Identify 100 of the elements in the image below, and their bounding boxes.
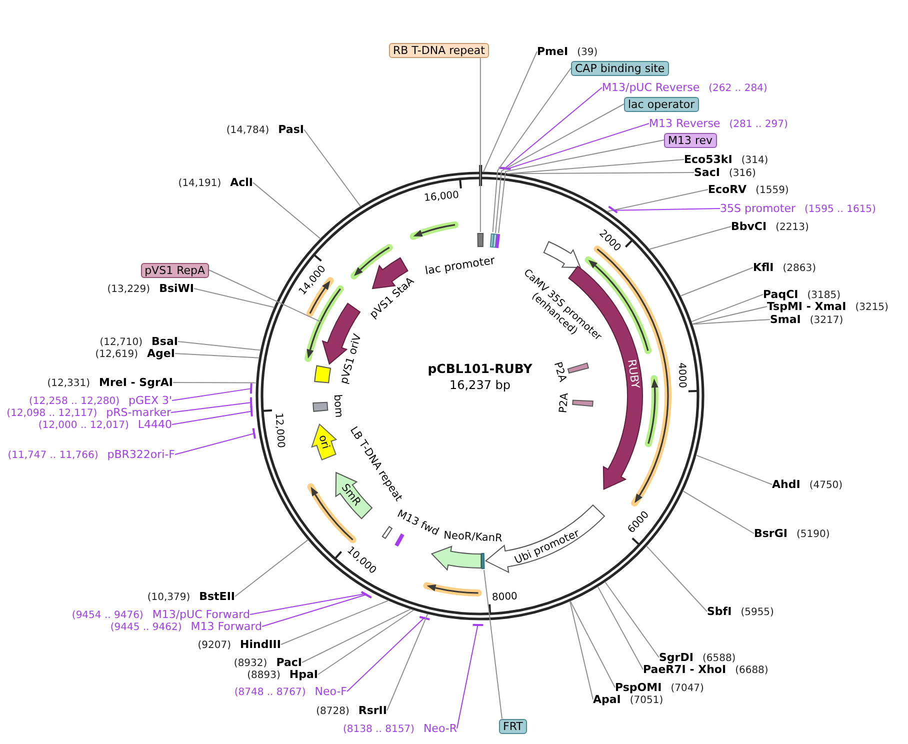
primer-name: Neo-R (423, 723, 457, 735)
leader-line (174, 353, 260, 358)
site-number: (3185) (807, 290, 840, 302)
enzyme-name: ApaI (593, 694, 621, 706)
leader-line (604, 581, 660, 658)
leader-line (174, 432, 256, 455)
feature-label: M13 fwd (396, 508, 441, 538)
site-number: (12,331) (47, 378, 90, 390)
enzyme-name: BsiWI (159, 283, 194, 295)
leader-line (692, 306, 768, 325)
site-number: (39) (577, 47, 598, 59)
site-number: (8728) (316, 706, 350, 718)
primer-name: M13/pUC Forward (152, 609, 250, 621)
primer-range: (12,098 .. 12,117) (6, 408, 98, 420)
leader-line (648, 226, 732, 250)
leader-line (178, 341, 262, 351)
leader-line (569, 600, 594, 700)
leader-line (498, 140, 664, 234)
primer-name: M13 Reverse (649, 118, 720, 130)
enzyme-name: BsaI (152, 336, 178, 348)
enzyme-name: BstEII (199, 591, 235, 603)
site-number: (3215) (855, 302, 888, 314)
site-number: (5190) (796, 529, 830, 541)
enzyme-name: MreI - SgrAI (99, 377, 173, 389)
site-number: (6688) (735, 665, 768, 677)
feature-label: NeoR/KanR (443, 529, 502, 544)
primer-range: (281 .. 297) (729, 119, 788, 131)
leader-line (318, 609, 414, 675)
leader-line (692, 319, 770, 325)
primer-name: M13 Forward (190, 621, 262, 633)
enzyme-name: KflI (753, 262, 774, 274)
enzyme-name: HpaI (289, 669, 318, 681)
feature-label: P2A (556, 392, 570, 414)
site-number: (8893) (247, 670, 280, 682)
leader-line (680, 267, 754, 296)
primer-range: (11,747 .. 11,766) (8, 450, 98, 462)
site-number: (14,191) (178, 178, 222, 190)
leader-line (250, 593, 367, 615)
enzyme-name: SmaI (770, 314, 801, 326)
enzyme-name: BbvCI (731, 221, 767, 233)
leader-line (170, 402, 253, 413)
feature-label: bom (332, 394, 346, 418)
feature-label: P2A (550, 361, 568, 384)
site-number: (4750) (809, 480, 843, 492)
enzyme-name: SacI (694, 167, 720, 179)
feature-tag: CAP binding site (571, 60, 669, 76)
plasmid-size: 16,237 bp (449, 378, 511, 392)
enzyme-name: RsrII (358, 705, 387, 717)
primer-range: (8138 .. 8157) (343, 724, 414, 736)
primer-range: (1595 .. 1615) (804, 204, 876, 216)
leader-line (194, 288, 275, 308)
leader-line (612, 208, 720, 211)
feature-tag: RB T-DNA repeat (389, 42, 489, 58)
leader-line (506, 159, 684, 174)
leader-line (570, 600, 616, 688)
enzyme-name: PacI (276, 657, 302, 669)
site-number: (8932) (234, 658, 268, 670)
site-number: (13,229) (107, 284, 150, 296)
enzyme-name: AgeI (147, 348, 175, 360)
leader-line (252, 182, 321, 240)
enzyme-name: HindIII (240, 639, 281, 651)
site-number: (12,710) (100, 337, 143, 349)
primer-range: (9454 .. 9476) (72, 610, 144, 622)
enzyme-name: SgrDI (659, 652, 694, 664)
leader-line (492, 68, 572, 232)
enzyme-name: AhdI (772, 479, 800, 491)
site-number: (6588) (702, 653, 736, 664)
primer-name: 35S promoter (720, 203, 796, 215)
site-number: (10,379) (147, 592, 190, 604)
site-number: (7051) (630, 695, 664, 707)
leader-line (346, 616, 426, 692)
feature-tag: M13 rev (664, 132, 717, 148)
enzyme-name: PaqCI (763, 289, 798, 301)
site-number: (7047) (670, 683, 704, 695)
site-number: (9207) (198, 640, 232, 652)
leader-line (456, 624, 478, 729)
leader-line (280, 600, 390, 645)
primer-range: (8748 .. 8767) (234, 687, 306, 699)
site-number: (316) (728, 168, 756, 180)
feature-tag: FRT (499, 718, 527, 734)
leader-line (172, 382, 257, 384)
leader-line (690, 294, 764, 322)
primer-name: M13/pUC Reverse (602, 82, 700, 94)
feature-tag: pVS1 RepA (140, 262, 209, 278)
site-number: (5955) (740, 607, 774, 619)
leader-line (304, 129, 362, 207)
site-number: (12,619) (95, 349, 138, 361)
site-number: (2213) (776, 222, 809, 234)
leader-line (606, 189, 708, 212)
leader-line (234, 539, 309, 597)
leader-line (302, 608, 412, 663)
leader-line (646, 545, 708, 612)
feature-label: RUBY (626, 359, 642, 390)
primer-name: L4440 (138, 419, 172, 431)
site-number: (2863) (782, 263, 816, 275)
enzyme-name: PmeI (537, 46, 568, 58)
scale-label: 16,000 (423, 190, 460, 204)
enzyme-name: EcoRV (708, 184, 747, 196)
plasmid-name: pCBL101-RUBY (428, 362, 532, 376)
leader-line (597, 586, 644, 670)
